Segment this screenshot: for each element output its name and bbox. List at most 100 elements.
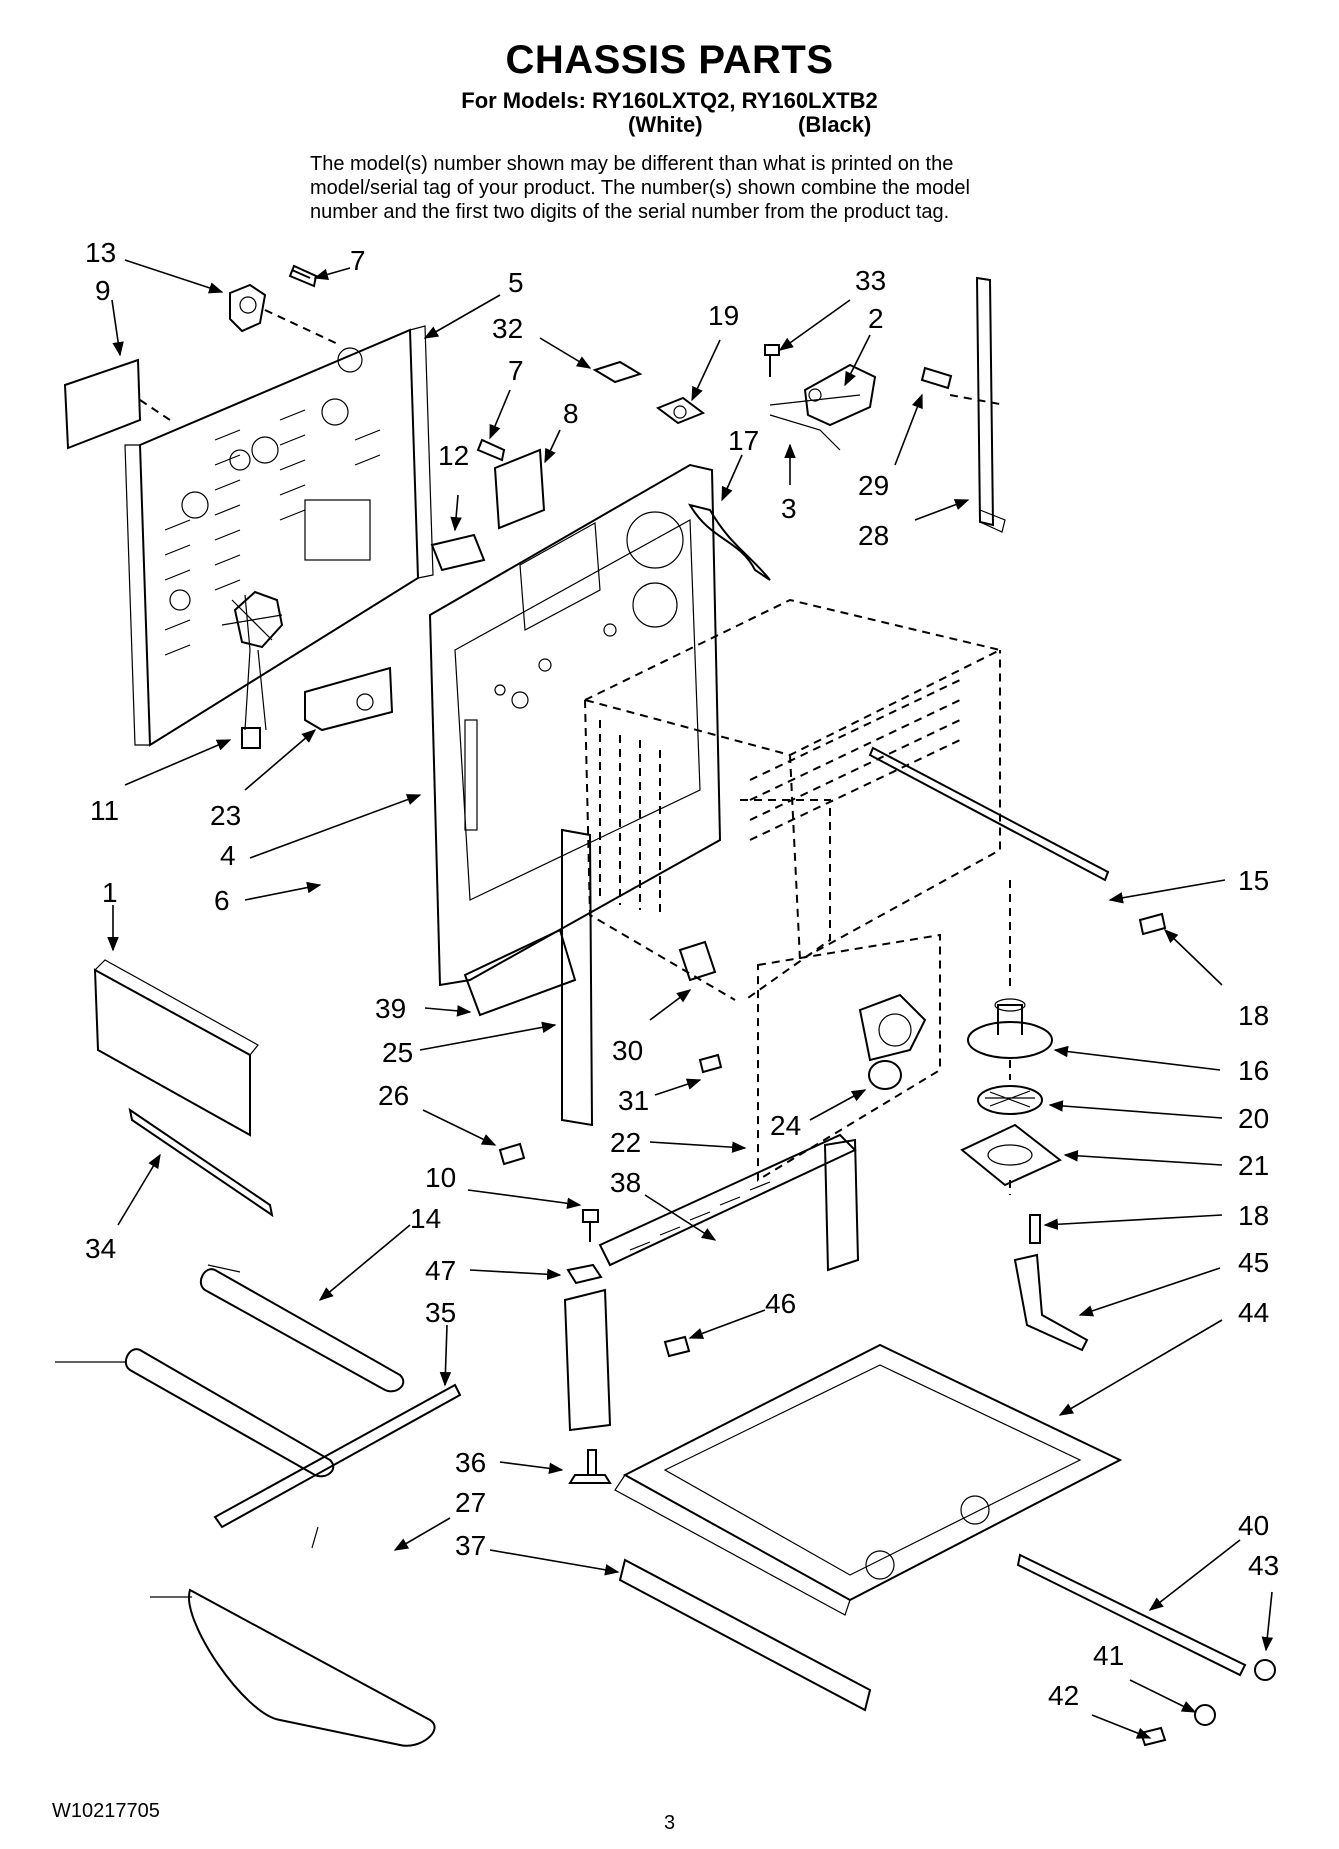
callout-25: 25	[382, 1037, 413, 1068]
model-note-line: model/serial tag of your product. The nu…	[310, 177, 970, 199]
callout-41: 41	[1093, 1640, 1124, 1671]
callout-numbers: 13 9 7 5 32 7 8 12 19 33 2 17 3 29 28 11…	[85, 237, 1279, 1711]
screw	[920, 366, 953, 390]
heat-shield-outline	[757, 933, 941, 1182]
door-latch	[769, 363, 877, 451]
callout-5: 5	[508, 267, 524, 298]
callout-29: 29	[858, 470, 889, 501]
screw	[698, 1053, 723, 1074]
callout-22: 22	[610, 1127, 641, 1158]
screw	[1029, 1214, 1041, 1244]
callout-21: 21	[1238, 1150, 1269, 1181]
support-rail	[213, 1383, 462, 1529]
callout-16: 16	[1238, 1055, 1269, 1086]
trim-strip	[128, 1107, 274, 1218]
clip	[566, 1263, 603, 1285]
left-side-panel	[428, 463, 722, 987]
color-white-label: (White)	[628, 112, 703, 137]
bake-element	[55, 1264, 405, 1478]
callout-17: 17	[728, 425, 759, 456]
callout-8: 8	[563, 398, 579, 429]
nut	[1254, 1659, 1276, 1681]
screw	[764, 344, 780, 377]
callout-37: 37	[455, 1530, 486, 1561]
front-frame-post	[561, 828, 594, 1127]
callout-23: 23	[210, 800, 241, 831]
callout-34: 34	[85, 1233, 116, 1264]
vent-shield	[304, 666, 394, 732]
callout-43: 43	[1248, 1550, 1279, 1581]
callout-30: 30	[612, 1035, 643, 1066]
callout-4: 4	[220, 840, 236, 871]
callout-24: 24	[770, 1110, 801, 1141]
callout-20: 20	[1238, 1103, 1269, 1134]
callout-19: 19	[708, 300, 739, 331]
hinge-receiver	[430, 533, 486, 572]
callout-42: 42	[1048, 1680, 1079, 1711]
callout-46: 46	[765, 1288, 796, 1319]
screw	[582, 1209, 599, 1242]
color-black-label: (Black)	[798, 112, 872, 137]
lower-front-panel	[93, 968, 251, 1137]
hinge-rod	[868, 746, 1110, 882]
model-note: The model(s) number shown may be differe…	[310, 152, 1100, 224]
model-numbers: For Models: RY160LXTQ2, RY160LXTB2	[461, 88, 878, 113]
callout-38: 38	[610, 1167, 641, 1198]
callout-26: 26	[378, 1080, 409, 1111]
callout-18: 18	[1238, 1000, 1269, 1031]
callout-14: 14	[410, 1203, 441, 1234]
callout-9: 9	[95, 275, 111, 306]
page-number: 3	[664, 1812, 676, 1834]
callout-40: 40	[1238, 1510, 1269, 1541]
leader-lines	[107, 259, 1274, 1739]
callout-12: 12	[438, 440, 469, 471]
oven-light	[858, 993, 927, 1090]
callout-6: 6	[214, 885, 230, 916]
oven-cavity	[582, 598, 1003, 1001]
terminal-block	[229, 283, 341, 346]
page-title: CHASSIS PARTS	[505, 38, 834, 82]
screw	[498, 1142, 526, 1166]
front-frame	[563, 1133, 860, 1432]
access-cover	[63, 358, 142, 450]
callout-36: 36	[455, 1447, 486, 1478]
callout-47: 47	[425, 1255, 456, 1286]
callout-2: 2	[868, 303, 884, 334]
model-note-line: number and the first two digits of the s…	[310, 201, 950, 223]
door-switch	[678, 940, 717, 982]
thermostat-bracket	[493, 448, 546, 530]
screw	[288, 264, 318, 288]
callout-15: 15	[1238, 865, 1269, 896]
gasket	[655, 396, 706, 425]
callout-13: 13	[85, 237, 116, 268]
side-trim	[975, 276, 995, 527]
oven-sensor	[592, 360, 643, 384]
leveling-leg	[568, 1449, 612, 1484]
document-number: W10217705	[52, 1800, 160, 1822]
anti-tip-bracket	[1013, 1253, 1089, 1352]
vent-tube	[687, 503, 771, 581]
callout-27: 27	[455, 1487, 486, 1518]
base-bracket	[463, 928, 577, 1017]
callout-31: 31	[618, 1085, 649, 1116]
screw	[663, 1335, 691, 1358]
broil-element	[150, 1526, 436, 1747]
callout-28: 28	[858, 520, 889, 551]
convection-fan-motor	[221, 590, 284, 749]
side-rail	[1016, 1553, 1247, 1677]
washer	[1194, 1704, 1216, 1726]
bottom-pan	[614, 1343, 1123, 1616]
callout-10: 10	[425, 1162, 456, 1193]
convection-fan-assembly	[960, 998, 1062, 1187]
callout-7: 7	[350, 245, 366, 276]
callout-33: 33	[855, 265, 886, 296]
callout-39: 39	[375, 993, 406, 1024]
callout-35: 35	[425, 1297, 456, 1328]
callout-18: 18	[1238, 1200, 1269, 1231]
callout-7: 7	[508, 355, 524, 386]
screw	[1138, 912, 1167, 936]
rear-panel	[124, 325, 434, 747]
callout-44: 44	[1238, 1297, 1269, 1328]
model-note-line: The model(s) number shown may be differe…	[310, 153, 954, 175]
callout-32: 32	[492, 313, 523, 344]
